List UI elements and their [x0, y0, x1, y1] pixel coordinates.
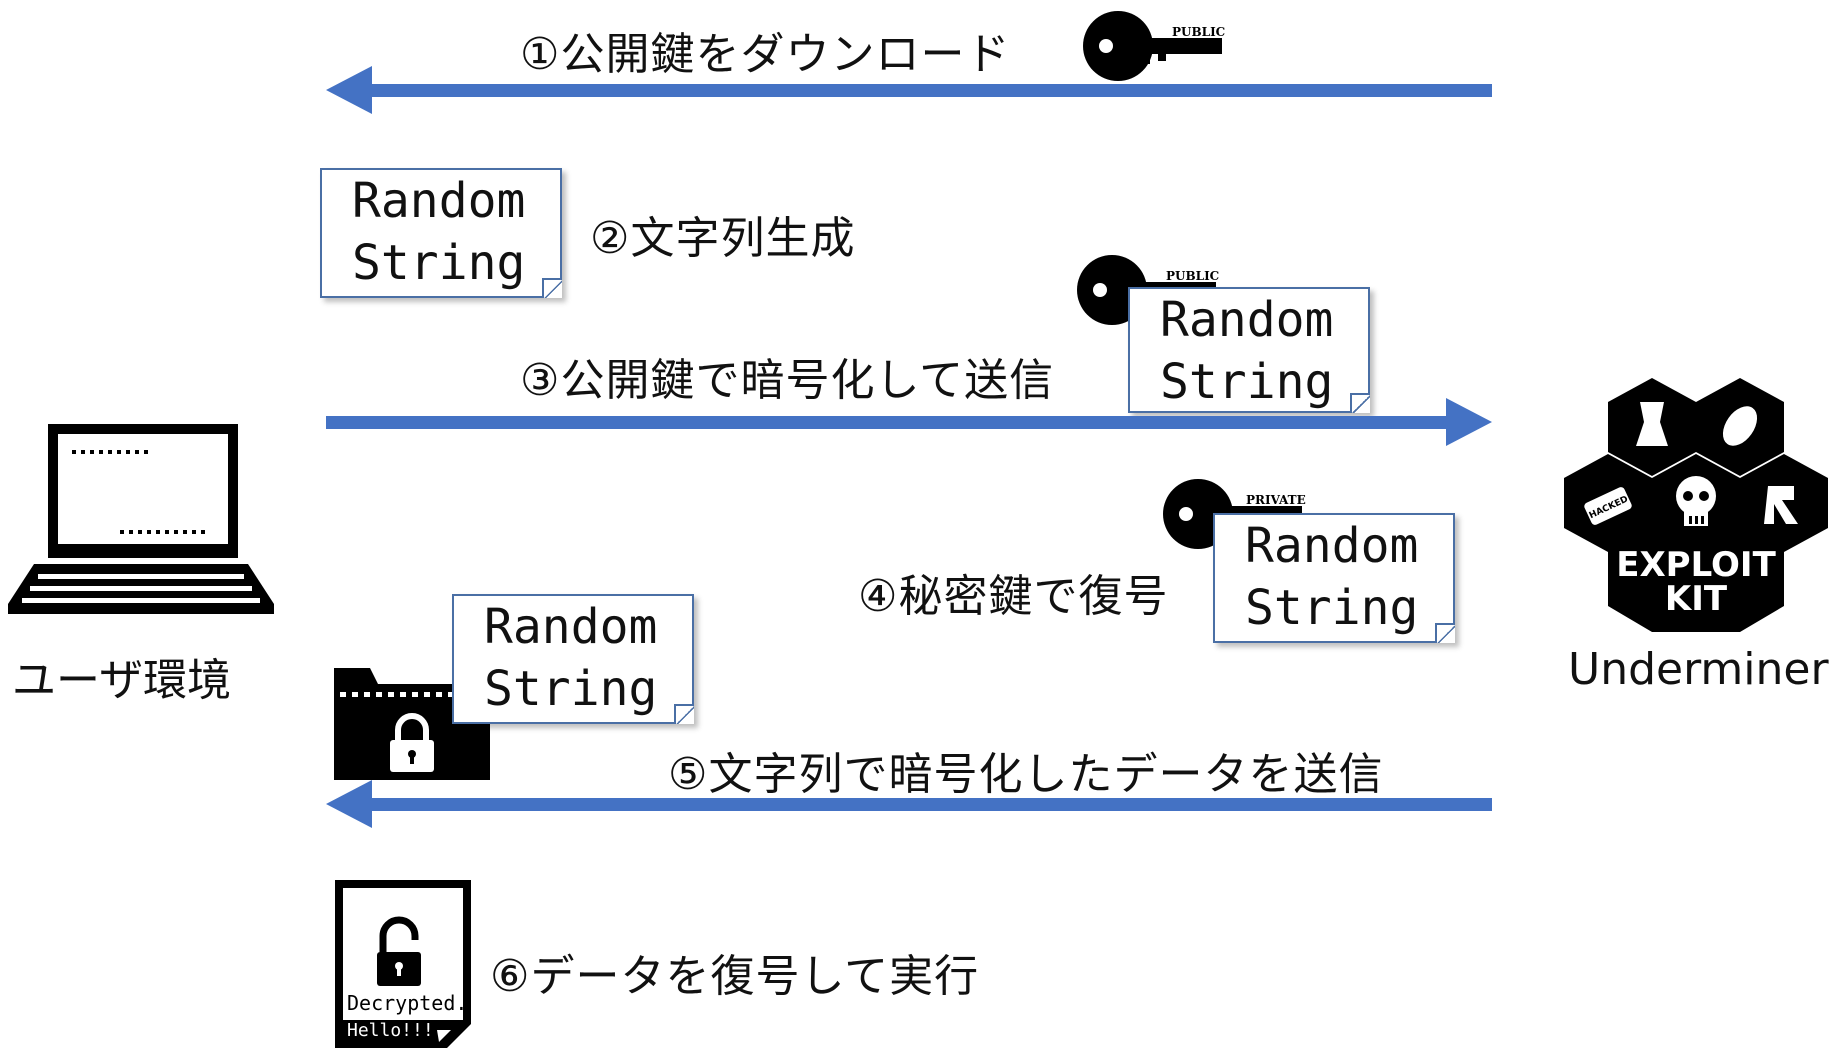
arrowhead-5 [326, 780, 372, 828]
public-key-tag-2: PUBLIC [1166, 269, 1219, 283]
note-line-2: String [484, 661, 658, 717]
unlocked-file-icon: Decrypted. Hello!!! [335, 880, 471, 1048]
note-fold [542, 278, 562, 298]
exploit-kit-icon: HACKED EXPLOIT KIT [1564, 378, 1828, 632]
private-key-tag: PRIVATE [1246, 493, 1306, 507]
note-line-1: Random [1160, 292, 1334, 348]
public-key-icon: PUBLIC [1083, 11, 1225, 81]
arrow-1-to-user [360, 84, 1492, 97]
note-fold [1350, 393, 1370, 413]
random-string-note-key: Random String [452, 594, 694, 724]
step-3-label: ③公開鍵で暗号化して送信 [520, 355, 1055, 406]
underminer-label: Underminer [1568, 644, 1829, 695]
step-5-label: ⑤文字列で暗号化したデータを送信 [668, 749, 1384, 800]
user-environment-label: ユーザ環境 [12, 655, 232, 706]
arrowhead-3 [1446, 398, 1492, 446]
decrypted-line-2: Hello!!! [347, 1020, 434, 1041]
step-4-label: ④秘密鍵で復号 [858, 571, 1169, 622]
note-line-1: Random [1245, 518, 1419, 574]
step-2-label: ②文字列生成 [590, 213, 856, 264]
random-string-note-encrypted: Random String [1128, 287, 1370, 413]
arrowhead-1 [326, 66, 372, 114]
arrow-5-to-user [360, 798, 1492, 811]
arrow-3-to-server [326, 416, 1448, 429]
note-line-2: String [1245, 580, 1419, 636]
note-line-2: String [352, 235, 526, 291]
step-6-label: ⑥データを復号して実行 [490, 951, 980, 1002]
kit-line-2: KIT [1665, 579, 1728, 619]
kit-line-1: EXPLOIT [1616, 545, 1776, 585]
step-1-label: ①公開鍵をダウンロード [520, 29, 1011, 80]
note-line-2: String [1160, 354, 1334, 410]
random-string-note-decrypted: Random String [1213, 513, 1455, 643]
note-line-1: Random [352, 173, 526, 229]
note-fold [1435, 623, 1455, 643]
note-line-1: Random [484, 599, 658, 655]
random-string-note-generated: Random String [320, 168, 562, 298]
locked-folder-icon [334, 668, 490, 780]
public-key-tag: PUBLIC [1172, 25, 1225, 39]
decrypted-line-1: Decrypted. [347, 991, 467, 1015]
laptop-icon [8, 424, 274, 614]
note-fold [674, 704, 694, 724]
